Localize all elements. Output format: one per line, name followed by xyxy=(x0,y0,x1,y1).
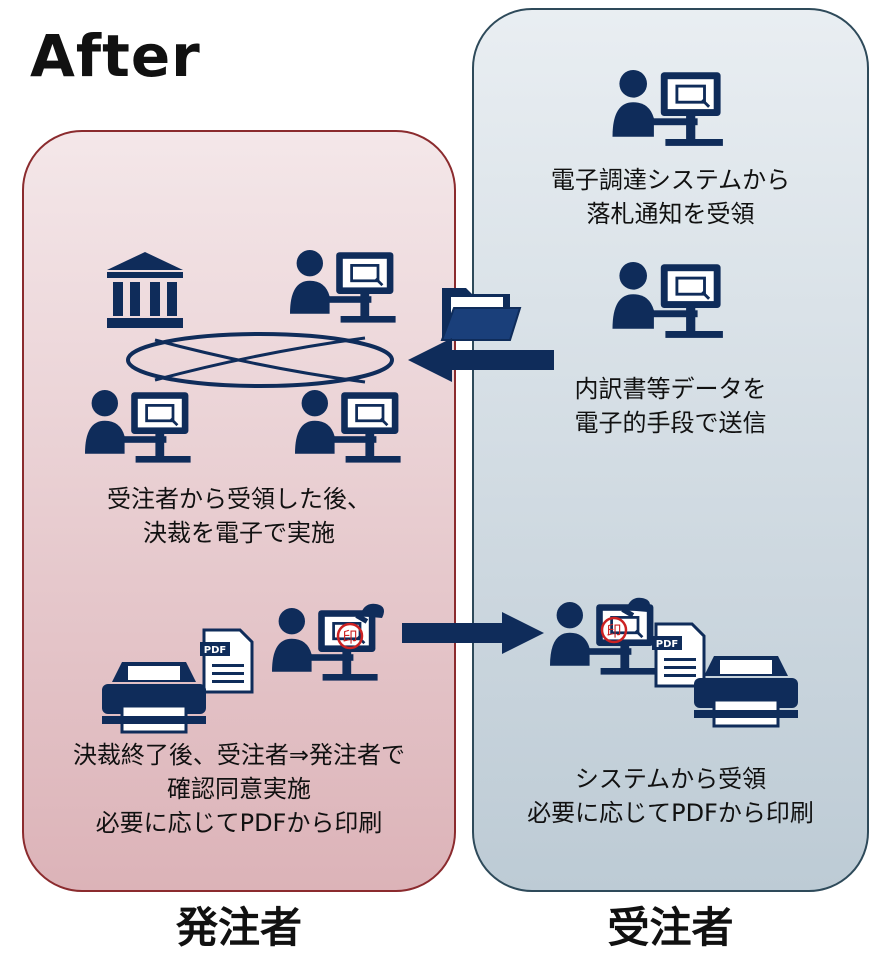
contractor-text-send: 内訳書等データを 電子的手段で送信 xyxy=(574,375,767,437)
pdf-document-icon: PDF xyxy=(200,628,254,694)
pdf-document-icon: PDF xyxy=(652,622,706,688)
folder-icon xyxy=(440,288,522,341)
printer-icon xyxy=(694,656,798,728)
network-ring-icon xyxy=(126,332,394,388)
arrow-right-icon xyxy=(402,612,544,654)
orderer-text-approval: 受注者から受領した後、 決裁を電子で実施 xyxy=(107,485,371,547)
user-computer-icon xyxy=(612,70,728,162)
orderer-text-confirm: 決裁終了後、受注者⇒発注者で 確認同意実施 必要に応じてPDFから印刷 xyxy=(72,741,406,837)
printer-icon xyxy=(102,662,206,734)
pdf-label: PDF xyxy=(204,645,226,656)
arrow-left-icon xyxy=(408,338,554,382)
contractor-text-notice: 電子調達システムから 落札通知を受領 xyxy=(550,166,791,228)
contractor-panel xyxy=(472,8,869,892)
user-computer-icon xyxy=(290,250,400,338)
contractor-label: 受注者 xyxy=(607,903,734,952)
contractor-text-receive: システムから受領 必要に応じてPDFから印刷 xyxy=(527,765,814,827)
stamp-approval-icon: 印 xyxy=(272,603,384,682)
user-computer-icon xyxy=(612,262,728,354)
user-computer-icon xyxy=(295,390,405,478)
stamp-approval-icon: 印 xyxy=(550,597,657,676)
bank-icon xyxy=(107,252,183,328)
page-title: After xyxy=(30,22,201,90)
user-computer-icon xyxy=(85,390,195,478)
pdf-label: PDF xyxy=(656,639,678,650)
stamp-glyph: 印 xyxy=(342,628,357,646)
orderer-label: 発注者 xyxy=(175,903,302,952)
stamp-glyph: 印 xyxy=(606,622,621,640)
